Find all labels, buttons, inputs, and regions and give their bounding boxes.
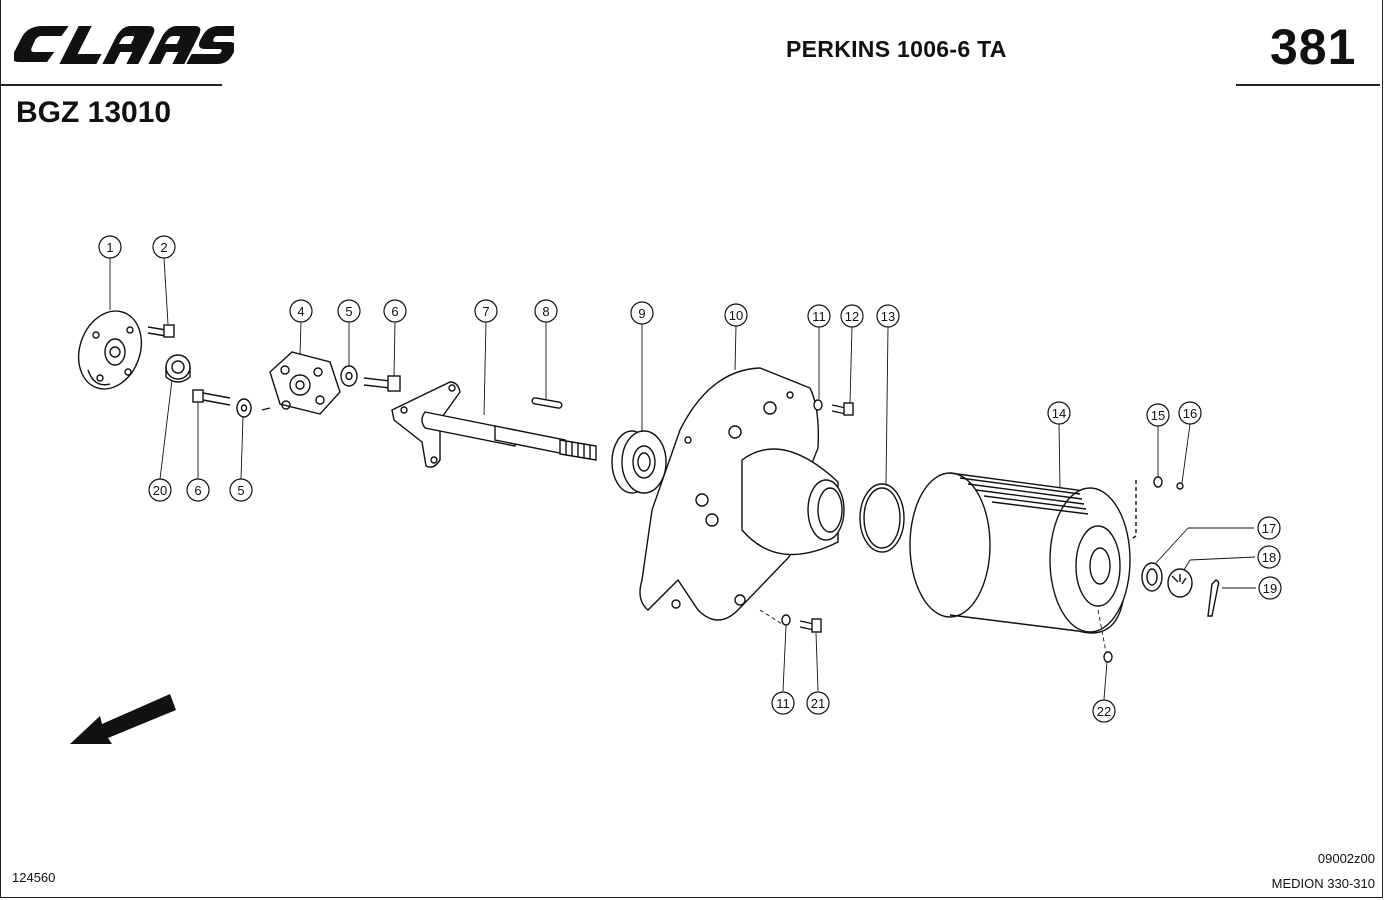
part-bolt-6-lower bbox=[192, 389, 231, 406]
part-washer-17 bbox=[1141, 562, 1163, 592]
callout-7 bbox=[474, 299, 498, 323]
callout-22 bbox=[1092, 699, 1116, 723]
callout-label: 6 bbox=[194, 483, 201, 498]
part-washer-11-upper bbox=[813, 399, 823, 411]
claas-logo bbox=[14, 26, 234, 64]
callout-21 bbox=[806, 691, 830, 715]
callout-8 bbox=[534, 299, 558, 323]
callout-12 bbox=[840, 304, 864, 328]
callout-label: 5 bbox=[237, 483, 244, 498]
drawing-reference: 09002z00 bbox=[1317, 851, 1375, 866]
callout-9 bbox=[630, 301, 654, 325]
callout-2 bbox=[152, 235, 176, 259]
callout-label: 11 bbox=[776, 696, 790, 711]
callout-label: 20 bbox=[153, 483, 167, 498]
callout-label: 16 bbox=[1183, 406, 1197, 421]
callout-6-lower bbox=[186, 478, 210, 502]
part-key bbox=[531, 397, 563, 409]
callout-6 bbox=[383, 299, 407, 323]
drawing-number: 124560 bbox=[12, 870, 56, 885]
callout-label: 18 bbox=[1262, 550, 1276, 565]
callout-label: 17 bbox=[1262, 521, 1276, 536]
callout-label: 9 bbox=[638, 306, 645, 321]
part-bolt-6-upper bbox=[363, 375, 401, 392]
part-bushing bbox=[165, 354, 191, 383]
part-washer-5-upper bbox=[340, 365, 358, 387]
callout-label: 19 bbox=[1263, 581, 1277, 596]
callout-13 bbox=[876, 304, 900, 328]
callout-label: 5 bbox=[345, 304, 352, 319]
callout-label: 14 bbox=[1052, 406, 1066, 421]
part-gear-housing bbox=[639, 367, 845, 621]
part-nipple-16 bbox=[1176, 482, 1184, 490]
callout-4 bbox=[289, 299, 313, 323]
part-bolt-2 bbox=[147, 324, 175, 338]
callout-label: 1 bbox=[106, 240, 113, 255]
callout-18 bbox=[1257, 545, 1281, 569]
part-screw-22 bbox=[1103, 651, 1113, 663]
part-bolt-21 bbox=[799, 618, 822, 633]
part-castle-nut bbox=[1167, 568, 1193, 598]
machine-model: MEDION 330-310 bbox=[1271, 876, 1375, 891]
callout-10 bbox=[724, 303, 748, 327]
callout-label: 22 bbox=[1097, 704, 1111, 719]
part-bolt-12 bbox=[831, 402, 854, 416]
engine-title: PERKINS 1006-6 TA bbox=[786, 36, 1007, 62]
callout-label: 7 bbox=[482, 304, 489, 319]
part-drive-shaft bbox=[391, 381, 597, 468]
header-rule-right bbox=[1236, 84, 1380, 86]
callout-14 bbox=[1047, 401, 1071, 425]
callout-1 bbox=[98, 235, 122, 259]
callout-15 bbox=[1146, 403, 1170, 427]
callout-label: 4 bbox=[297, 304, 304, 319]
callout-label: 21 bbox=[811, 696, 825, 711]
callout-label: 6 bbox=[391, 304, 398, 319]
callout-label: 13 bbox=[881, 309, 895, 324]
callout-label: 12 bbox=[845, 309, 859, 324]
callout-5 bbox=[337, 299, 361, 323]
page-number: 381 bbox=[1270, 19, 1357, 75]
leader-dashed-15 bbox=[1129, 480, 1137, 541]
callout-label: 10 bbox=[729, 308, 743, 323]
part-bearing bbox=[611, 430, 667, 494]
part-pulley bbox=[909, 472, 1131, 634]
callout-11-lower bbox=[771, 691, 795, 715]
header-rule-left bbox=[0, 84, 222, 86]
callout-19 bbox=[1258, 576, 1282, 600]
part-nut-15 bbox=[1153, 476, 1163, 488]
group-code: BGZ 13010 bbox=[16, 96, 172, 129]
callout-5-lower bbox=[229, 478, 253, 502]
callout-11-upper bbox=[807, 304, 831, 328]
part-washer-5-lower bbox=[236, 398, 252, 418]
callout-16 bbox=[1178, 401, 1202, 425]
callout-17 bbox=[1257, 516, 1281, 540]
callout-label: 8 bbox=[542, 304, 549, 319]
part-washer-11-lower bbox=[781, 614, 791, 626]
arrow-down-left-icon bbox=[70, 694, 176, 744]
part-flange bbox=[77, 310, 143, 390]
callout-label: 15 bbox=[1151, 408, 1165, 423]
part-cotter-pin bbox=[1207, 579, 1220, 617]
callout-label: 2 bbox=[160, 240, 167, 255]
callout-20 bbox=[148, 478, 172, 502]
callout-label: 11 bbox=[812, 309, 826, 324]
part-circlip bbox=[859, 483, 905, 553]
part-coupling-disk bbox=[261, 351, 341, 415]
leader-lines bbox=[109, 257, 1256, 700]
